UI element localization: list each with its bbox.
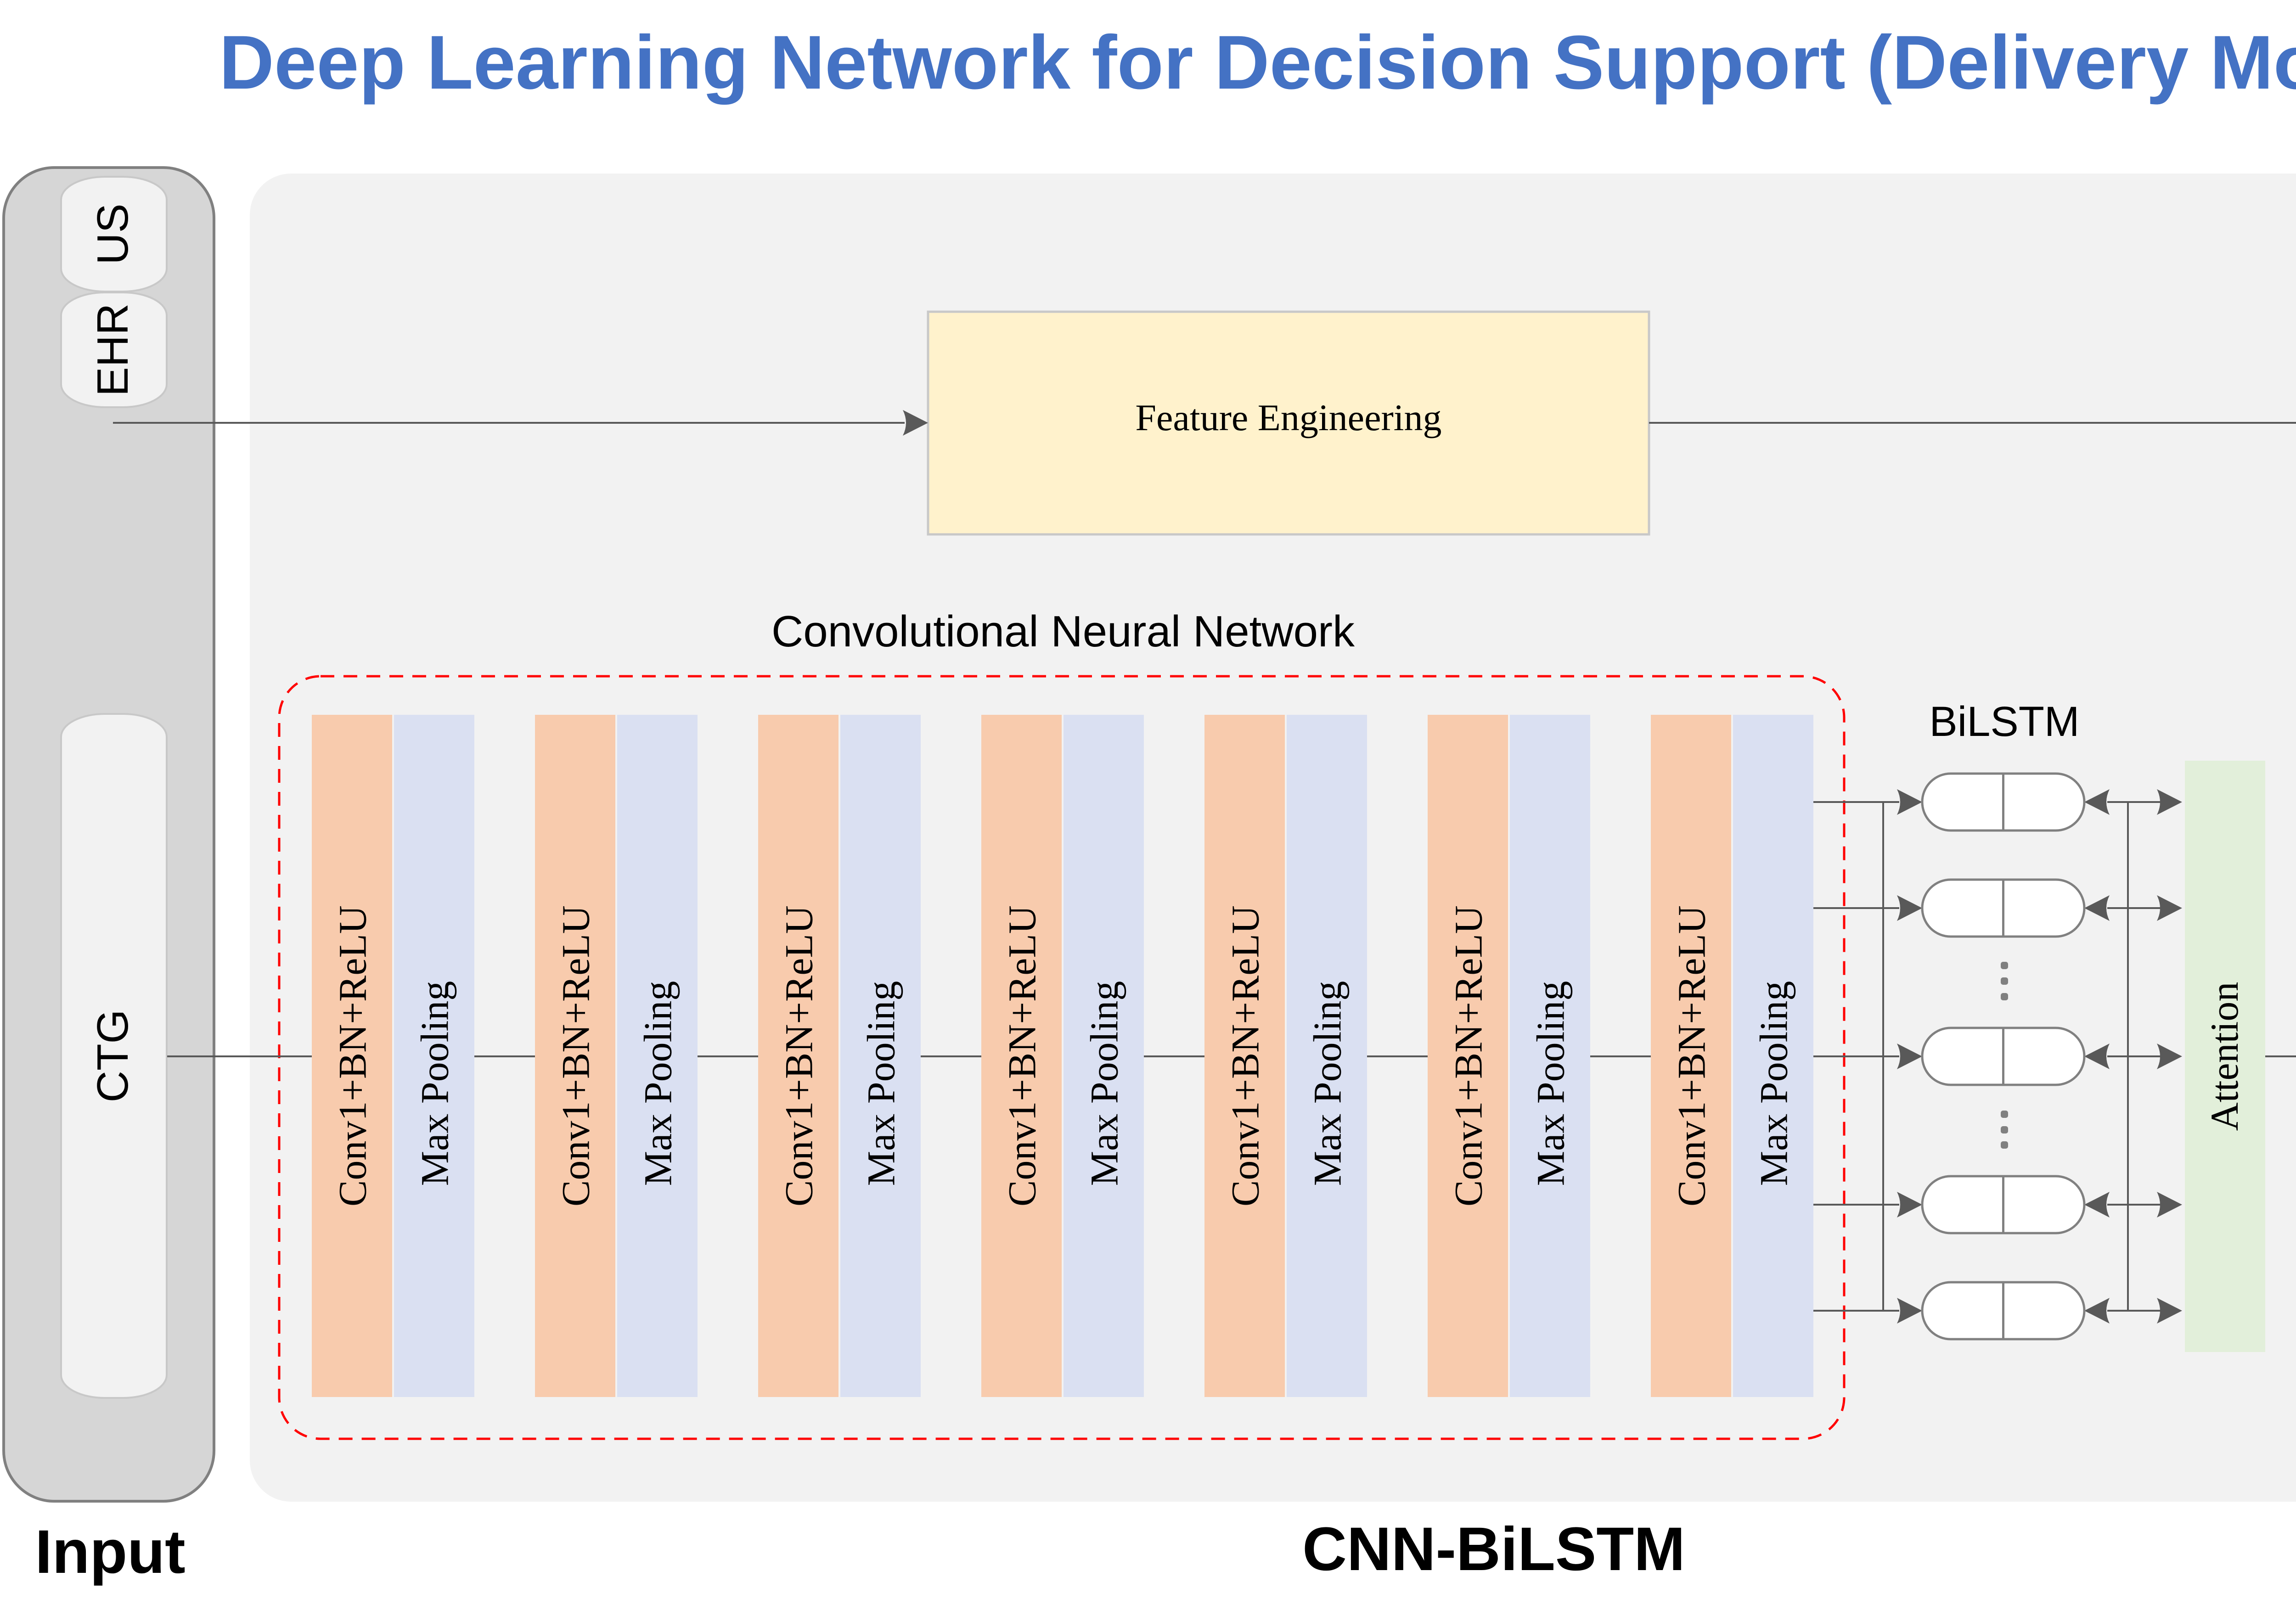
attention-label: Attention [2202, 982, 2246, 1131]
arrow-left-icon [2084, 789, 2110, 815]
pooling-layer-label: Max Pooling [1529, 981, 1573, 1186]
arrow-left-icon [2084, 1044, 2110, 1069]
pooling-layer [617, 715, 698, 1397]
arrow-right-icon [1897, 1044, 1922, 1069]
input-source-ehr: EHR [60, 292, 168, 408]
input-source-us: US [60, 176, 168, 292]
cnn-block: Conv1+BN+ReLU Max Pooling [758, 715, 921, 1397]
arrow-right-icon [1897, 1298, 1922, 1324]
arrow-right-icon [2157, 895, 2182, 921]
pooling-layer-label: Max Pooling [413, 981, 457, 1186]
model-section-label: CNN-BiLSTM [1302, 1515, 1685, 1583]
conv-layer [312, 715, 392, 1397]
conv-layer-label: Conv1+BN+ReLU [777, 905, 821, 1206]
conv-layer-label: Conv1+BN+ReLU [331, 905, 375, 1206]
conv-layer [1204, 715, 1285, 1397]
diagram-title: Deep Learning Network for Decision Suppo… [219, 20, 2296, 105]
conv-layer-label: Conv1+BN+ReLU [1446, 905, 1491, 1206]
cnn-block: Conv1+BN+ReLU Max Pooling [1651, 715, 1813, 1397]
pooling-layer [1287, 715, 1367, 1397]
arrow-right-icon [1897, 789, 1922, 815]
bilstm-label: BiLSTM [1929, 698, 2079, 745]
conv-layer [758, 715, 838, 1397]
pooling-layer-label: Max Pooling [1082, 981, 1126, 1186]
lstm-cell [1921, 1027, 2086, 1086]
cnn-group-border [278, 675, 1846, 1440]
input-source-us-label: US [88, 203, 137, 264]
conv-layer-label: Conv1+BN+ReLU [1670, 905, 1714, 1206]
arrow-right-icon [1897, 895, 1922, 921]
feature-engineering-block: Feature Engineering [927, 310, 1650, 536]
ellipsis-dot [2001, 1141, 2008, 1149]
arrow-right-icon [1897, 1192, 1922, 1218]
ellipsis-dot [2001, 993, 2008, 1000]
cnn-blocks: Conv1+BN+ReLU Max Pooling Conv1+BN+ReLU Max… [167, 715, 1813, 1397]
pooling-layer [840, 715, 921, 1397]
conv-layer-label: Conv1+BN+ReLU [1000, 905, 1044, 1206]
input-source-ctg-label: CTG [88, 1010, 137, 1103]
ellipsis-dot [2001, 1111, 2008, 1118]
lstm-cell [1921, 878, 2086, 938]
conv-layer-label: Conv1+BN+ReLU [1223, 905, 1267, 1206]
pooling-layer [1510, 715, 1590, 1397]
conv-layer [1428, 715, 1508, 1397]
arrow-right-icon [2157, 1298, 2182, 1324]
ellipsis-dot [2001, 962, 2008, 969]
cnn-block: Conv1+BN+ReLU Max Pooling [535, 715, 698, 1397]
cnn-block: Conv1+BN+ReLU Max Pooling [1428, 715, 1590, 1397]
ellipsis-icon [2001, 962, 2008, 1000]
ellipsis-icon [2001, 1111, 2008, 1149]
arrow-right-icon [2157, 789, 2182, 815]
lstm-cell [1921, 1175, 2086, 1234]
cnn-block: Conv1+BN+ReLU Max Pooling [981, 715, 1144, 1397]
arrow-right-icon [903, 410, 928, 436]
lstm-cell [1921, 772, 2086, 832]
pooling-layer-label: Max Pooling [1306, 981, 1350, 1186]
ellipsis-dot [2001, 977, 2008, 985]
arrow-left-icon [2084, 895, 2110, 921]
pooling-layer-label: Max Pooling [859, 981, 903, 1186]
conv-layer-label: Conv1+BN+ReLU [554, 905, 598, 1206]
pooling-layer [1733, 715, 1813, 1397]
cnn-group-label: Convolutional Neural Network [771, 607, 1355, 656]
conv-layer [1651, 715, 1731, 1397]
lstm-cell [1921, 1281, 2086, 1341]
ellipsis-dot [2001, 1126, 2008, 1133]
bilstm-connections [1813, 789, 2182, 1324]
attention-block: Attention [2185, 761, 2265, 1352]
pooling-layer-label: Max Pooling [1752, 981, 1796, 1186]
cnn-block: Conv1+BN+ReLU Max Pooling [312, 715, 474, 1397]
arrow-right-icon [2157, 1192, 2182, 1218]
input-panel: US EHR CTG [2, 166, 215, 1503]
cnn-block: Conv1+BN+ReLU Max Pooling [1204, 715, 1367, 1397]
feature-engineering-label: Feature Engineering [1135, 397, 1441, 438]
conv-layer [981, 715, 1062, 1397]
pooling-layer-label: Max Pooling [636, 981, 680, 1186]
arrow-left-icon [2084, 1192, 2110, 1218]
input-section-label: Input [35, 1518, 185, 1586]
arrow-left-icon [2084, 1298, 2110, 1324]
pooling-layer [1064, 715, 1144, 1397]
arrow-right-icon [2157, 1044, 2182, 1069]
input-source-ctg: CTG [60, 713, 168, 1399]
conv-layer [535, 715, 615, 1397]
connections [113, 410, 2296, 1057]
pooling-layer [394, 715, 474, 1397]
input-source-ehr-label: EHR [88, 303, 137, 397]
bilstm-cells [1921, 772, 2086, 1341]
